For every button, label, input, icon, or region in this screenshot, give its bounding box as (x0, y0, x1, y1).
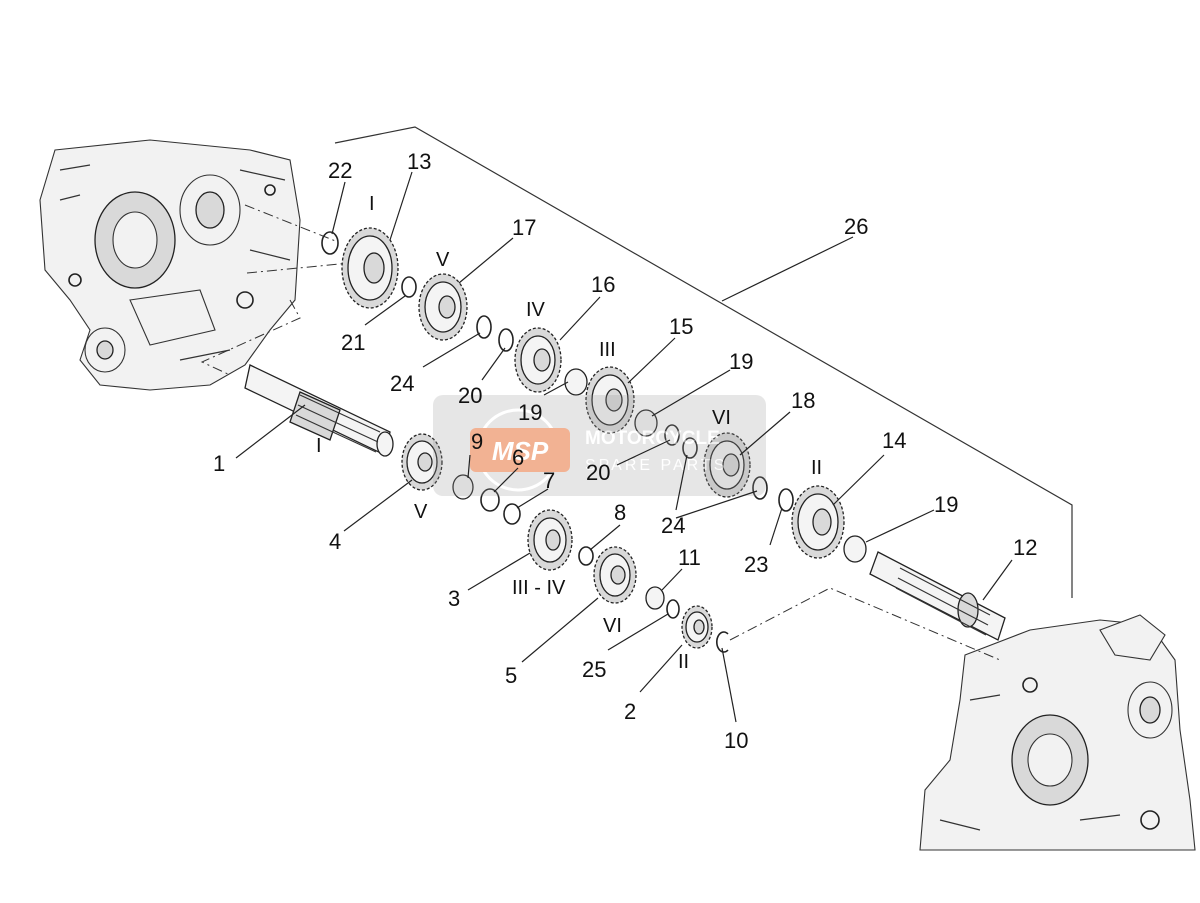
gear-mark-2: II (678, 651, 689, 673)
bushings (452, 368, 867, 610)
callout-17: 17 (512, 215, 536, 240)
gear-17 (418, 273, 468, 341)
gear-mark-17: V (436, 249, 450, 271)
washers-and-circlips (321, 231, 794, 653)
gear-mark-shaft1: I (316, 435, 322, 457)
gear-16 (514, 327, 562, 393)
watermark-line2: SPARE PARTS (585, 457, 727, 474)
callout-10: 10 (724, 728, 748, 753)
callout-19a: 19 (729, 349, 753, 374)
watermark-line1: MOTORCYCLE (585, 428, 720, 449)
callout-1: 1 (213, 451, 225, 476)
callout-18: 18 (791, 388, 815, 413)
left-crankcase-illustration (39, 139, 301, 391)
callout-11: 11 (678, 545, 701, 570)
callout-20a: 20 (458, 383, 482, 408)
gear-2 (681, 605, 713, 649)
assembly-frame-lines (200, 126, 1073, 661)
callout-7: 7 (543, 468, 555, 493)
gear-4 (401, 433, 443, 491)
callout-26: 26 (844, 214, 868, 239)
callout-labels: 1 2 3 4 5 6 7 8 9 10 11 12 13 14 15 16 1… (213, 149, 1037, 753)
callout-20b: 20 (586, 460, 610, 485)
callout-9: 9 (471, 429, 483, 454)
callout-24a: 24 (390, 371, 414, 396)
gear-5 (593, 546, 637, 604)
callout-14: 14 (882, 428, 906, 453)
primary-shaft-part-1 (244, 364, 394, 457)
callout-4: 4 (329, 529, 341, 554)
gear-mark-3: III - IV (512, 577, 566, 599)
gear-mark-13: I (369, 193, 375, 215)
secondary-shaft-part-12 (869, 551, 1006, 641)
gear-mark-14: II (811, 457, 822, 479)
gear-18 (703, 432, 751, 498)
callout-12: 12 (1013, 535, 1037, 560)
gear-3 (527, 509, 573, 571)
callout-16: 16 (591, 272, 615, 297)
callout-22: 22 (328, 158, 352, 183)
callout-25: 25 (582, 657, 606, 682)
callout-8: 8 (614, 500, 626, 525)
gear-mark-15: III (599, 339, 616, 361)
watermark-logo: MSP (492, 436, 549, 466)
right-crankcase-illustration (919, 614, 1196, 851)
callout-15: 15 (669, 314, 693, 339)
leader-lines (235, 171, 1013, 723)
gear-mark-18: VI (712, 407, 731, 429)
callout-24b: 24 (661, 513, 685, 538)
callout-23: 23 (744, 552, 768, 577)
gear-15 (585, 366, 635, 434)
callout-13: 13 (407, 149, 431, 174)
callout-5: 5 (505, 663, 517, 688)
callout-3: 3 (448, 586, 460, 611)
gear-mark-16: IV (526, 299, 546, 321)
callout-21: 21 (341, 330, 365, 355)
callout-6: 6 (512, 445, 524, 470)
gear-numerals: I V IV III VI II I V III - IV VI II (316, 193, 822, 673)
gear-14 (791, 485, 845, 559)
gear-mark-5: VI (603, 615, 622, 637)
callout-19b: 19 (518, 400, 542, 425)
gear-mark-4: V (414, 501, 428, 523)
callout-2: 2 (624, 699, 636, 724)
watermark: MSP MOTORCYCLE SPARE PARTS (433, 395, 766, 496)
callout-19c: 19 (934, 492, 958, 517)
gear-13 (341, 227, 399, 309)
